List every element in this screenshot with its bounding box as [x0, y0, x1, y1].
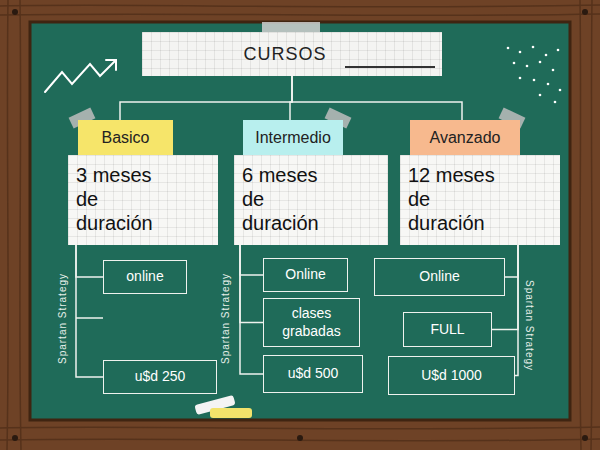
- connector: [240, 245, 263, 374]
- option-text: Online: [419, 268, 459, 286]
- vertical-label: Spartan Strategy: [57, 272, 68, 363]
- connector: [240, 245, 263, 323]
- course-card: Avanzado12 meses de duración: [400, 120, 560, 245]
- option-box: clases grabadas: [263, 298, 360, 347]
- duration-text: 6 meses de duración: [234, 155, 388, 245]
- option-box: FULL: [403, 312, 492, 347]
- zigzag-arrow: [45, 60, 116, 92]
- vertical-label: Spartan Strategy: [524, 279, 535, 370]
- option-text: Online: [285, 266, 325, 284]
- connector: [240, 245, 263, 275]
- option-box: u$d 500: [263, 355, 363, 393]
- option-box: Online: [374, 258, 505, 296]
- duration-text: 12 meses de duración: [400, 155, 560, 245]
- option-text: u$d 250: [135, 368, 186, 386]
- option-box: online: [103, 260, 187, 294]
- tape-pieces: [69, 22, 526, 129]
- course-card: Basico3 meses de duración: [68, 120, 218, 245]
- vertical-label: Spartan Strategy: [220, 272, 231, 363]
- duration-text: 3 meses de duración: [68, 155, 218, 245]
- option-text: U$d 1000: [421, 367, 482, 385]
- option-box: Online: [263, 258, 348, 292]
- board: [30, 22, 570, 420]
- option-text: online: [126, 268, 163, 286]
- connector: [292, 76, 462, 120]
- option-text: clases grabadas: [270, 305, 353, 340]
- option-text: FULL: [430, 321, 464, 339]
- chalk-sticks: [194, 395, 252, 418]
- chalk-dots: [507, 46, 562, 104]
- title-box: CURSOS: [142, 32, 442, 76]
- nails: [12, 9, 588, 441]
- option-box: U$d 1000: [388, 356, 515, 395]
- level-tab: Basico: [78, 120, 173, 155]
- title-text: CURSOS: [243, 44, 340, 65]
- connector: [505, 245, 518, 277]
- branch-line: [76, 317, 103, 319]
- level-tab: Intermedio: [243, 120, 343, 155]
- connector: [76, 245, 103, 377]
- option-box: u$d 250: [103, 360, 217, 394]
- connector: [515, 245, 518, 376]
- level-tab: Avanzado: [410, 120, 520, 155]
- connector: [76, 245, 103, 277]
- course-card: Intermedio6 meses de duración: [234, 120, 388, 245]
- connector: [120, 76, 292, 120]
- option-text: u$d 500: [288, 365, 339, 383]
